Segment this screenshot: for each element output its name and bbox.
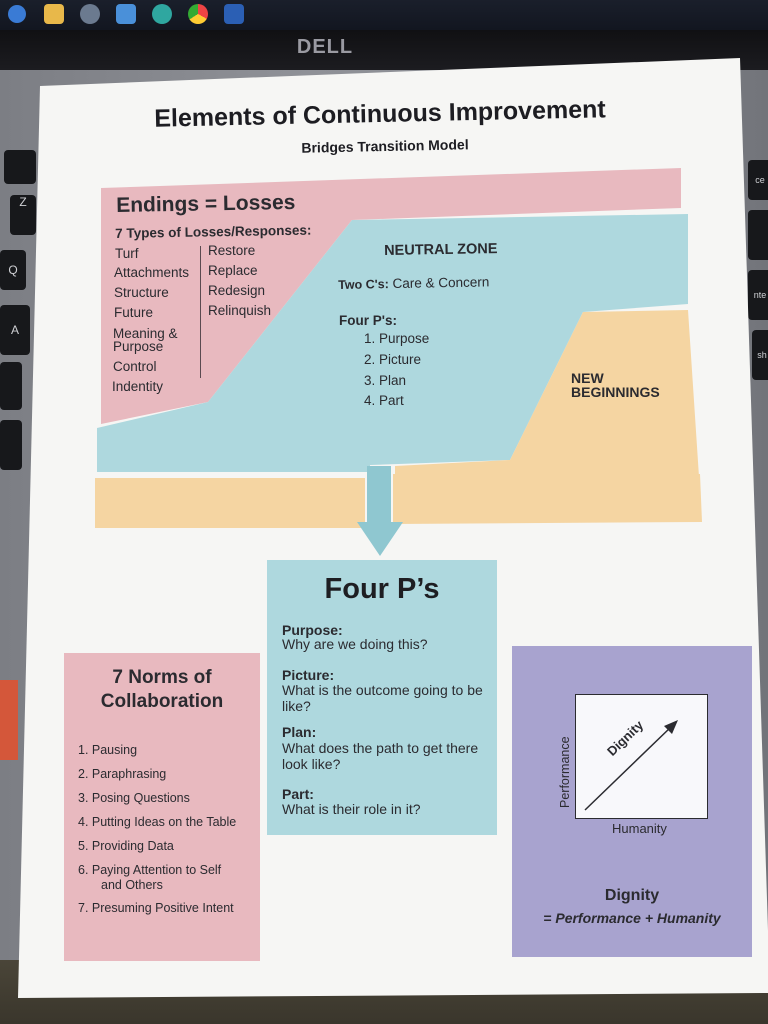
four-ps-item: 1. Purpose — [364, 331, 430, 346]
keyboard-key: nte — [748, 270, 768, 320]
keyboard-key — [4, 150, 36, 184]
folder-icon[interactable] — [44, 4, 64, 24]
norms-box — [64, 653, 260, 961]
four-ps-box-label: Part: — [282, 786, 314, 802]
dignity-caption: Dignity — [604, 887, 660, 904]
response-item: Relinquish — [208, 303, 272, 318]
four-ps-item: 2. Picture — [364, 352, 422, 367]
loss-item: Turf — [115, 246, 139, 261]
windows-taskbar — [0, 0, 768, 30]
loss-item: Attachments — [114, 265, 190, 280]
calendar-icon[interactable] — [116, 4, 136, 24]
keyboard-key — [0, 420, 22, 470]
keyboard-key — [0, 362, 22, 410]
norm-item: 1. Pausing — [78, 743, 138, 757]
four-ps-item: 3. Plan — [364, 373, 407, 388]
response-item: Redesign — [208, 283, 266, 298]
start-icon[interactable] — [8, 5, 26, 23]
chrome-icon[interactable] — [188, 4, 208, 24]
norm-item: 7. Presuming Positive Intent — [78, 901, 234, 915]
response-item: Replace — [208, 263, 258, 278]
keyboard-key: ce — [748, 160, 768, 200]
keyboard-key: A — [0, 305, 30, 355]
dignity-y-axis-label: Performance — [558, 736, 572, 808]
four-ps-box-text: What is the outcome going to be like? — [282, 682, 483, 714]
settings-icon[interactable] — [80, 4, 100, 24]
keyboard-key — [748, 210, 768, 260]
four-ps-box-label: Picture: — [282, 667, 335, 683]
loss-item: Indentity — [112, 379, 164, 394]
neutral-zone-region — [97, 214, 688, 472]
loss-item: Meaning & — [113, 326, 178, 341]
four-ps-box-label: Plan: — [282, 724, 317, 740]
keyboard-key: Z — [10, 195, 36, 235]
edge-browser-icon[interactable] — [152, 4, 172, 24]
loss-item: Structure — [114, 285, 169, 300]
new-beginnings-line1: NEW — [571, 370, 604, 386]
key-label: Q — [8, 263, 18, 277]
transition-band-right — [393, 474, 702, 524]
dignity-x-axis-label: Humanity — [612, 821, 667, 836]
new-beginnings-region — [395, 310, 700, 494]
new-beginnings-line2: BEGINNINGS — [571, 384, 660, 400]
down-arrow — [357, 466, 403, 556]
norm-item: 5. Providing Data — [78, 839, 174, 853]
loss-item: Control — [113, 359, 157, 374]
loss-item: Purpose — [113, 339, 164, 354]
norm-item: 6. Paying Attention to Self — [78, 863, 222, 877]
loss-item: Future — [114, 305, 154, 320]
keyboard-key: sh — [752, 330, 768, 380]
laptop-logo: DELL — [296, 36, 354, 58]
key-label: A — [10, 323, 19, 337]
key-label: sh — [757, 350, 767, 360]
four-ps-item: 4. Part — [364, 393, 404, 408]
key-label: ce — [755, 175, 765, 185]
losses-divider — [200, 246, 201, 378]
key-label: Z — [19, 195, 27, 209]
response-item: Restore — [208, 243, 256, 258]
four-ps-box-text: What is their role in it? — [282, 801, 421, 817]
norm-item: 4. Putting Ideas on the Table — [78, 815, 237, 829]
word-icon[interactable] — [224, 4, 244, 24]
endings-region — [101, 168, 681, 424]
four-ps-box-text: What does the path to get there look lik… — [282, 740, 479, 772]
transition-band — [95, 478, 365, 528]
four-ps-label: Four P's: — [339, 313, 397, 328]
norm-item: 2. Paraphrasing — [78, 767, 167, 781]
four-ps-box-text: Why are we doing this? — [282, 636, 428, 652]
four-ps-box-label: Purpose: — [282, 622, 343, 638]
keyboard-key: Q — [0, 250, 26, 290]
key-label: nte — [753, 290, 767, 300]
dignity-formula: = Performance + Humanity — [543, 910, 721, 926]
orange-object — [0, 680, 18, 760]
norm-item: 3. Posing Questions — [78, 791, 190, 805]
norm-item: and Others — [101, 878, 163, 892]
four-ps-box — [267, 560, 497, 835]
four-ps-title: Four P’s — [324, 573, 440, 605]
norms-title: 7 Norms of Collaboration — [100, 667, 224, 712]
